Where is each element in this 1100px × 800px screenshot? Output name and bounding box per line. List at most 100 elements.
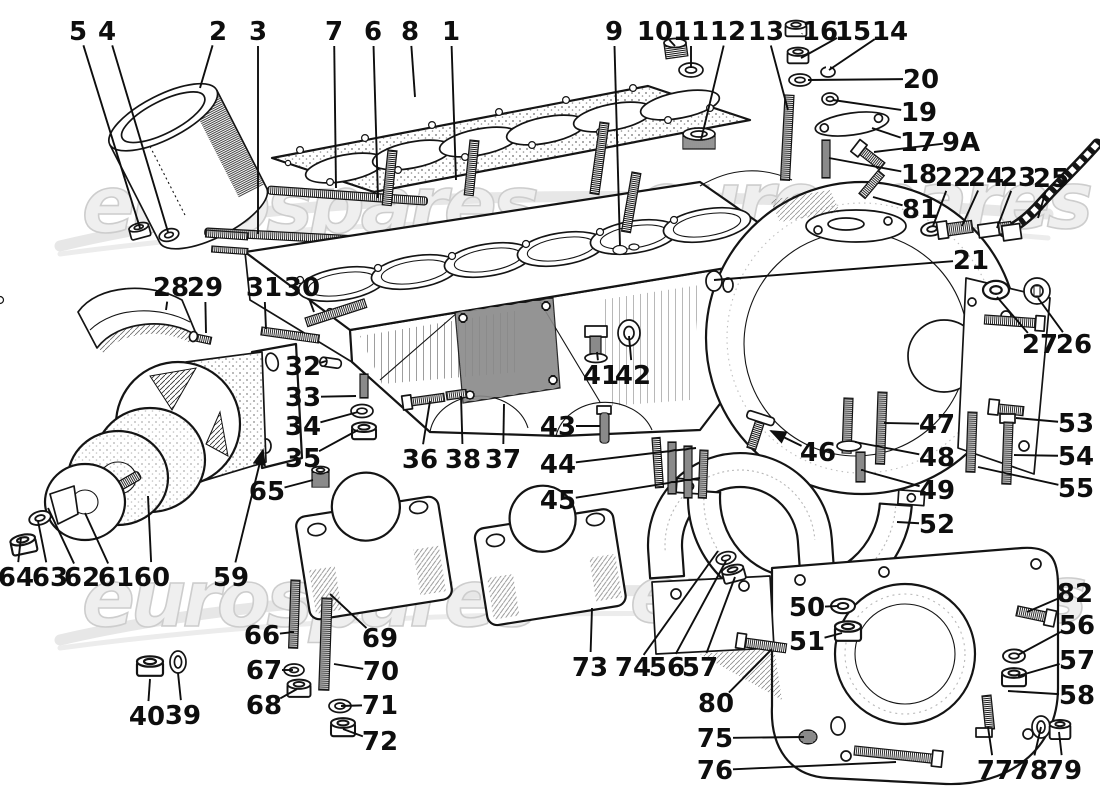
part-number-57: 57 (1059, 646, 1095, 676)
part-number-51: 51 (789, 627, 825, 657)
callout-13: 13 (748, 17, 789, 111)
callout-30: 30 (284, 273, 320, 313)
leader-line-77 (987, 726, 994, 756)
leader-line-24 (961, 190, 979, 227)
callout-70: 70 (333, 657, 399, 687)
part-number-26: 26 (1056, 330, 1092, 360)
plug-10 (663, 37, 689, 60)
part-number-40: 40 (129, 702, 165, 732)
plug-26 (1023, 277, 1051, 305)
callout-59: 59 (213, 448, 266, 593)
leader-line-59 (234, 448, 266, 563)
leader-line-51 (824, 632, 843, 639)
washer-50 (829, 597, 857, 615)
nut-72 (329, 717, 357, 738)
callout-79: 79 (1046, 731, 1082, 786)
callout-72: 72 (342, 727, 398, 757)
part-number-56: 56 (1059, 611, 1095, 641)
leader-line-64 (17, 536, 22, 563)
stud-55 (965, 411, 978, 473)
leader-line-49 (860, 469, 920, 488)
part-number-42: 42 (615, 361, 651, 391)
part-number-2: 2 (209, 17, 227, 47)
part-number-3: 3 (249, 17, 267, 47)
part-number-27: 27 (1022, 330, 1058, 360)
leader-line-13 (769, 45, 789, 111)
stud-31 (260, 326, 321, 344)
callout-63: 63 (32, 520, 68, 593)
callout-69: 69 (329, 593, 398, 654)
stud-44 (667, 441, 677, 495)
leader-line-74 (642, 550, 719, 656)
leader-line-53 (1015, 417, 1059, 423)
leader-line-65 (284, 479, 314, 489)
part-number-68: 68 (246, 691, 282, 721)
part-number-32: 32 (285, 352, 321, 382)
leader-line-71 (340, 704, 363, 707)
deck-stud (589, 121, 610, 196)
leader-line-79 (1058, 731, 1063, 756)
part-number-41: 41 (583, 361, 619, 391)
part-number-71: 71 (362, 691, 398, 721)
leader-line-41 (596, 351, 599, 361)
callout-61: 61 (84, 512, 134, 593)
callout-21: 21 (713, 246, 989, 281)
leader-line-30 (308, 300, 315, 313)
leader-line-45 (575, 477, 701, 499)
bolt-80 (734, 632, 788, 654)
nut-57 (720, 563, 747, 585)
leader-line-23 (996, 190, 1013, 229)
stud-44 (651, 436, 665, 489)
part-number-67: 67 (246, 656, 282, 686)
cone-62 (49, 485, 79, 525)
part-number-38: 38 (445, 445, 481, 475)
leader-line-44 (575, 447, 697, 464)
leader-line-76 (732, 761, 897, 771)
callout-48: 48 (854, 441, 955, 473)
part-number-37: 37 (485, 445, 521, 475)
leader-line-9A (873, 142, 944, 153)
part-number-78: 78 (1012, 756, 1048, 786)
t-stud-46 (745, 409, 776, 451)
leader-line-46 (769, 430, 802, 447)
part-number-11: 11 (673, 17, 709, 47)
part-number-59: 59 (213, 563, 249, 593)
callout-28: 28 (153, 273, 189, 311)
callout-71: 71 (340, 691, 398, 721)
stud-70 (318, 597, 333, 691)
callout-58: 58 (1007, 681, 1095, 711)
leader-line-15 (800, 37, 838, 59)
ring-39 (169, 650, 187, 674)
callout-7: 7 (325, 17, 343, 189)
part-number-70: 70 (363, 657, 399, 687)
side-cover-plate (454, 297, 561, 404)
part-number-75: 75 (697, 724, 733, 754)
leader-line-35 (318, 429, 359, 453)
bolt-36 (400, 392, 446, 411)
part-number-56: 56 (649, 653, 685, 683)
part-number-74: 74 (615, 653, 651, 683)
part-number-49: 49 (919, 476, 955, 506)
bolt-77 (975, 694, 996, 738)
part-number-55: 55 (1058, 474, 1094, 504)
part-number-18: 18 (901, 160, 937, 190)
callout-68: 68 (246, 688, 298, 721)
stud-47 (874, 391, 888, 465)
leader-line-80 (728, 648, 773, 694)
leader-line-63 (37, 520, 48, 563)
stud-66 (288, 579, 301, 649)
part-number-20: 20 (903, 65, 939, 95)
washer-27 (981, 279, 1011, 301)
callout-80: 80 (698, 648, 773, 719)
grommet-19 (821, 92, 839, 106)
callout-51: 51 (789, 627, 843, 657)
leader-line-4 (111, 45, 169, 233)
callout-57: 57 (682, 576, 736, 683)
callout-33: 33 (285, 383, 357, 413)
callout-60: 60 (134, 495, 170, 593)
callout-56: 56 (649, 560, 727, 683)
callout-78: 78 (1012, 726, 1048, 786)
leader-line-72 (342, 728, 364, 738)
callout-52: 52 (896, 510, 955, 540)
part-number-47: 47 (919, 410, 955, 440)
